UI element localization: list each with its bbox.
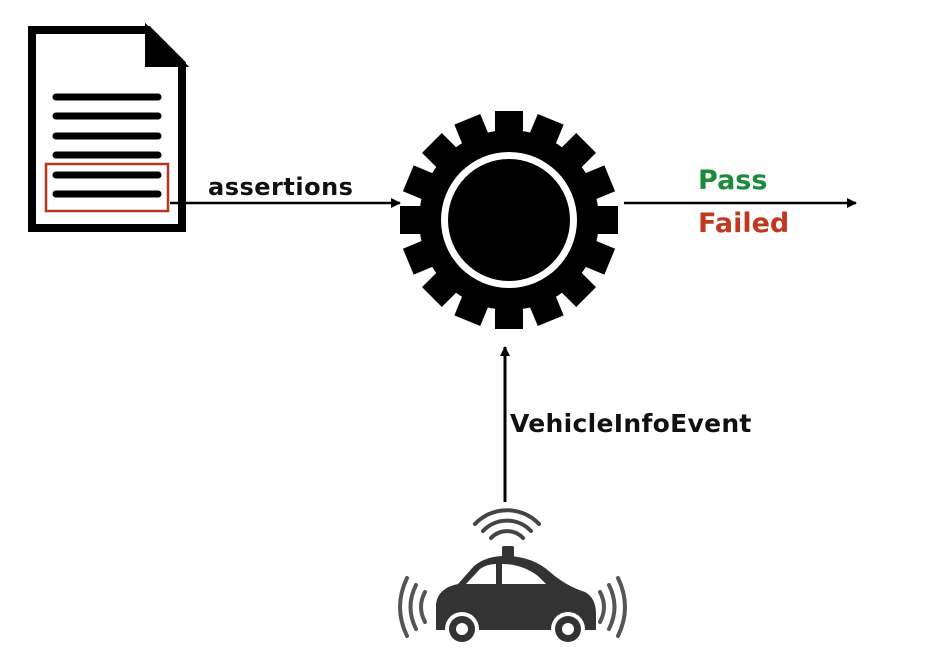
pass-label: Pass [698, 165, 768, 196]
vehicle-info-event-label: VehicleInfoEvent [510, 409, 752, 438]
self-driving-car-icon [398, 508, 627, 646]
signal-waves-right [598, 576, 627, 638]
document-icon [28, 22, 190, 232]
assertions-label: assertions [208, 173, 354, 201]
document-text-lines [52, 93, 162, 198]
signal-waves-left [398, 576, 427, 638]
assertion-highlight-box [44, 162, 170, 213]
failed-label: Failed [698, 208, 790, 239]
signal-waves-top [473, 508, 541, 540]
gear-icon [400, 111, 618, 329]
